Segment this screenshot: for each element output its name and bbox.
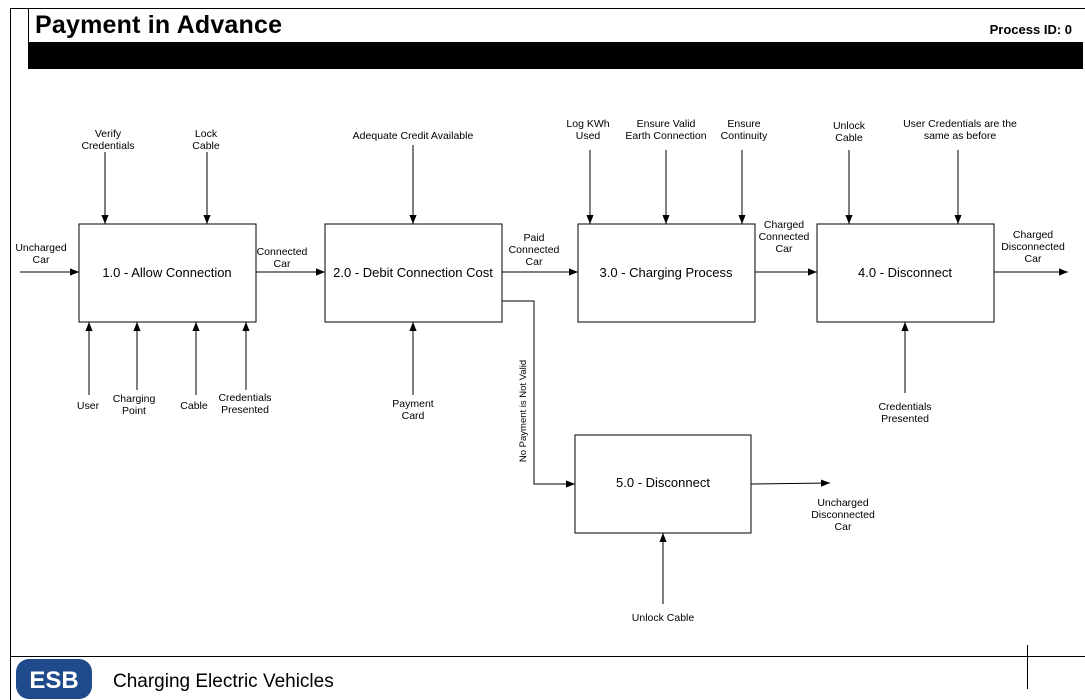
connected-car-line-2: Car [274,258,291,270]
process-box-5[interactable]: 5.0 - Disconnect [574,434,752,534]
lock-cable-line-1: Lock [195,128,218,140]
process-box-1-label: 1.0 - Allow Connection [102,265,231,280]
footer-vertical-divider [1027,645,1028,689]
user-credentials-same-line-1: User Credentials are the [903,118,1017,130]
process-box-1[interactable]: 1.0 - Allow Connection [78,223,257,323]
uncharged-disconnected-car-line-3: Car [835,521,852,533]
charged-disconnected-car-line-3: Car [1025,253,1042,265]
payment-card-line-1: Payment [392,398,434,410]
log-kwh-line-2: Used [576,130,601,142]
label-user: User [77,400,100,412]
ensure-earth-line-2: Earth Connection [625,130,706,142]
footer-divider [10,656,1085,657]
charged-disconnected-car-line-2: Disconnected [1001,241,1065,253]
process-id: Process ID: 0 [989,22,1072,37]
charging-point-line-1: Charging [113,393,156,405]
uncharged-car-line-2: Car [33,254,50,266]
arrow-no-payment [502,300,575,488]
user-line-1: User [77,400,100,412]
verify-credentials-line-2: Credentials [81,140,134,152]
unlock-cable-top-line-1: Unlock [833,120,866,132]
credentials-presented-4-line-2: Presented [881,413,929,425]
no-payment-line-1: No Payment is Not Valid [518,360,529,462]
uncharged-disconnected-car-line-2: Disconnected [811,509,875,521]
page-title: Payment in Advance [35,11,283,39]
cable-line-1: Cable [180,400,208,412]
title-divider [28,8,29,42]
connected-car-line-1: Connected [257,246,308,258]
label-cable: Cable [180,400,208,412]
credentials-presented-1-line-2: Presented [221,404,269,416]
charged-connected-car-line-3: Car [776,243,793,255]
label-no-payment: No Payment is Not Valid [518,360,529,462]
charged-connected-car-line-2: Connected [759,231,810,243]
frame-left-border [10,8,11,700]
log-kwh-line-1: Log KWh [566,118,609,130]
ensure-earth-line-1: Ensure Valid [637,118,696,130]
arrows [20,145,1068,604]
paid-connected-car-line-1: Paid [523,232,544,244]
arrow-uncharged-disconnected-car [750,479,831,487]
process-box-2-label: 2.0 - Debit Connection Cost [333,265,493,280]
credentials-presented-4-line-1: Credentials [878,401,931,413]
process-box-5-label: 5.0 - Disconnect [616,475,710,490]
verify-credentials-line-1: Verify [95,128,122,140]
frame-top-border [10,8,1085,9]
charged-connected-car-line-1: Charged [764,219,804,231]
process-box-4[interactable]: 4.0 - Disconnect [816,223,995,323]
footer-caption: Charging Electric Vehicles [113,671,334,692]
esb-logo-text: ESB [29,667,78,694]
credentials-presented-1-line-1: Credentials [218,392,271,404]
unlock-cable-top-line-2: Cable [835,132,863,144]
process-box-3[interactable]: 3.0 - Charging Process [577,223,756,323]
label-unlock-cable-bottom: Unlock Cable [632,612,695,624]
esb-logo: ESB [16,659,92,699]
lock-cable-line-2: Cable [192,140,220,152]
payment-card-line-2: Card [402,410,425,422]
user-credentials-same-line-2: same as before [924,130,997,142]
process-box-2[interactable]: 2.0 - Debit Connection Cost [324,223,503,323]
process-box-4-label: 4.0 - Disconnect [858,265,952,280]
label-adequate-credit: Adequate Credit Available [353,130,474,142]
paid-connected-car-line-2: Connected [509,244,560,256]
paid-connected-car-line-3: Car [526,256,543,268]
uncharged-car-line-1: Uncharged [15,242,67,254]
unlock-cable-bottom-line-1: Unlock Cable [632,612,695,624]
ensure-continuity-line-2: Continuity [721,130,768,142]
charged-disconnected-car-line-1: Charged [1013,229,1053,241]
uncharged-disconnected-car-line-1: Uncharged [817,497,869,509]
charging-point-line-2: Point [122,405,146,417]
ensure-continuity-line-1: Ensure [727,118,760,130]
title-bar [28,42,1083,69]
process-box-3-label: 3.0 - Charging Process [600,265,733,280]
adequate-credit-line-1: Adequate Credit Available [353,130,474,142]
